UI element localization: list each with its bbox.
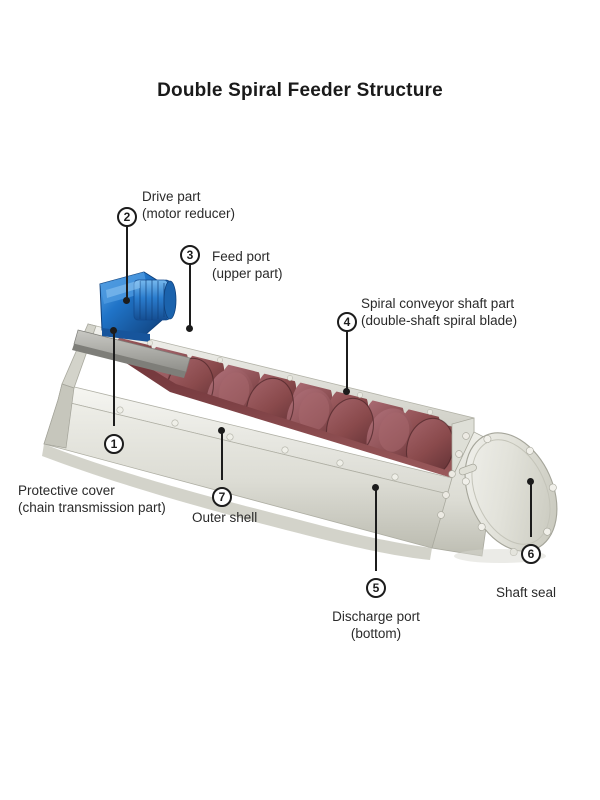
callout-label-2: Drive part (motor reducer) [142, 188, 235, 222]
callout-label-1: Protective cover (chain transmission par… [18, 482, 166, 516]
leader-dot-7 [218, 427, 225, 434]
leader-line-5 [375, 487, 377, 571]
leader-line-7 [221, 430, 223, 480]
leader-line-1 [113, 330, 115, 426]
callout-label-3: Feed port (upper part) [212, 248, 283, 282]
drive-motor-unit [99, 271, 177, 342]
callout-marker-1[interactable]: 1 [104, 434, 124, 454]
callout-marker-3[interactable]: 3 [180, 245, 200, 265]
callout-label-1-line1: Protective cover [18, 483, 115, 498]
leader-dot-5 [372, 484, 379, 491]
page-title: Double Spiral Feeder Structure [157, 80, 443, 101]
callout-label-6: Shaft seal [496, 584, 556, 601]
leader-dot-4 [343, 388, 350, 395]
callout-label-6-line1: Shaft seal [496, 585, 557, 600]
callout-marker-2[interactable]: 2 [117, 207, 137, 227]
callout-label-7: Outer shell [192, 509, 257, 526]
leader-line-6 [530, 481, 532, 537]
callout-label-5-line1: Discharge port [332, 609, 420, 624]
callout-label-7-line1: Outer shell [192, 510, 258, 525]
callout-marker-7[interactable]: 7 [212, 487, 232, 507]
callout-label-2-line1: Drive part [142, 189, 201, 204]
callout-marker-5[interactable]: 5 [366, 578, 386, 598]
leader-dot-6 [527, 478, 534, 485]
callout-label-3-line2: (upper part) [212, 266, 283, 281]
leader-dot-3 [186, 325, 193, 332]
callout-label-4-line2: (double-shaft spiral blade) [361, 313, 518, 328]
leader-dot-1 [110, 327, 117, 334]
callout-label-2-line2: (motor reducer) [142, 206, 236, 221]
callout-label-4: Spiral conveyor shaft part (double-shaft… [361, 295, 517, 329]
callout-label-5-line2: (bottom) [350, 626, 402, 641]
leader-line-3 [189, 264, 191, 330]
callout-label-3-line1: Feed port [212, 249, 270, 264]
leader-line-4 [346, 331, 348, 393]
callout-marker-6[interactable]: 6 [521, 544, 541, 564]
callout-label-4-line1: Spiral conveyor shaft part [361, 296, 515, 311]
callout-label-1-line2: (chain transmission part) [18, 500, 166, 515]
callout-marker-4[interactable]: 4 [337, 312, 357, 332]
discharge-and-seal-end [431, 417, 558, 563]
leader-line-2 [126, 226, 128, 302]
callout-label-5: Discharge port (bottom) [311, 608, 441, 642]
leader-dot-2 [123, 297, 130, 304]
